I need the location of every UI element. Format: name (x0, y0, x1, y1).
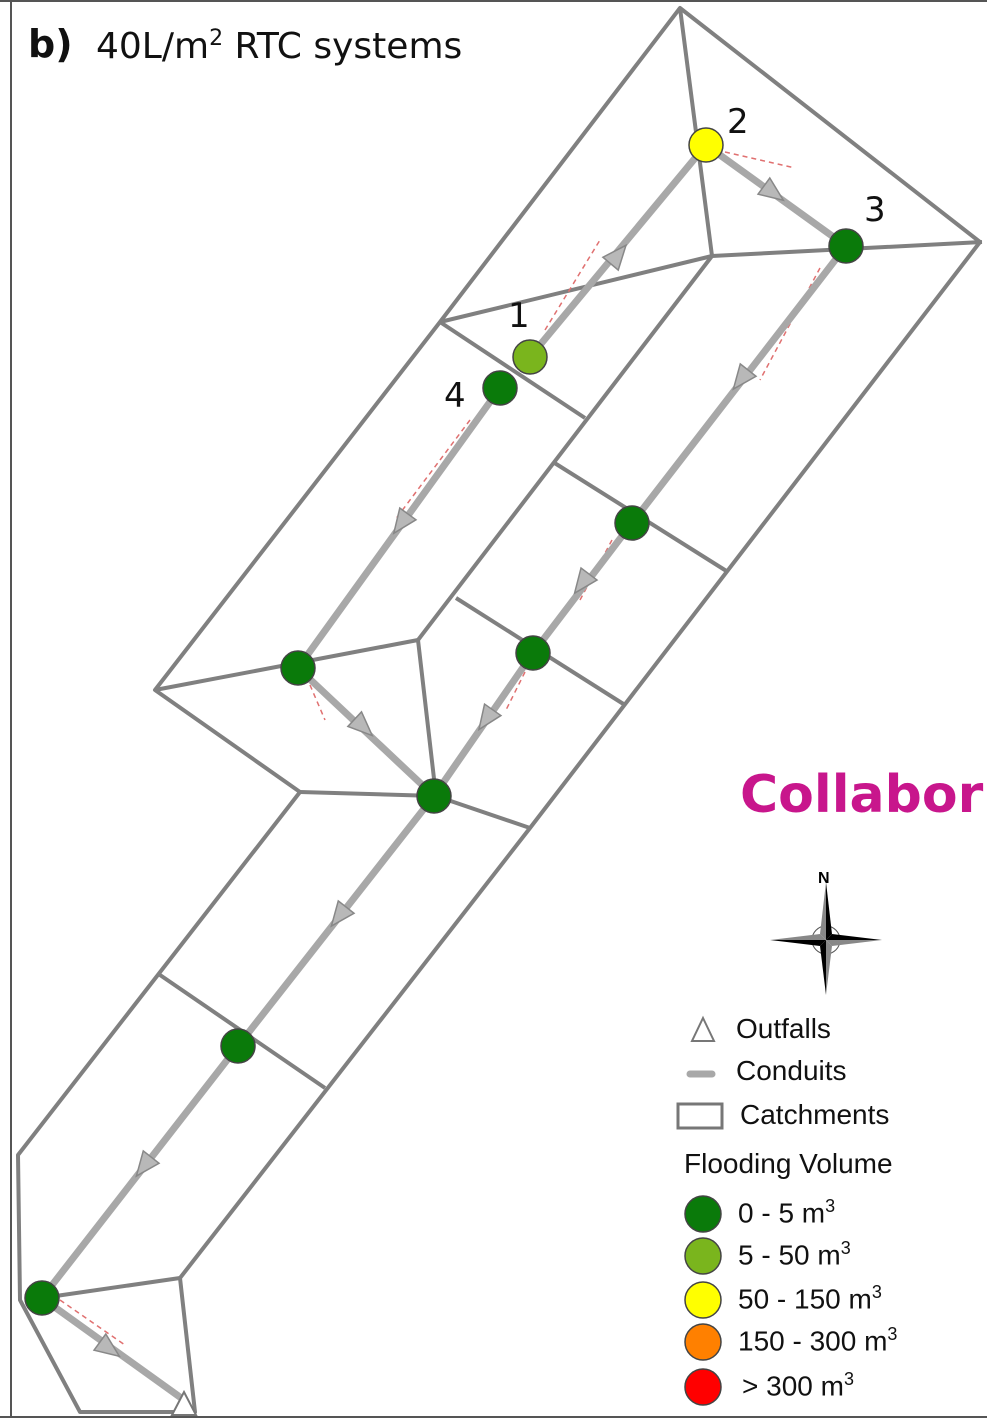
flow-arrow (135, 1149, 161, 1178)
legend-class-unit-superscript: 3 (871, 1282, 882, 1302)
catchment-outline (16, 6, 982, 1414)
node-label-3: 3 (864, 190, 886, 230)
catchment-divider (41, 1276, 181, 1300)
junction-node (220, 1028, 256, 1064)
flow-arrow (92, 1332, 121, 1358)
panel-label: b) (28, 22, 73, 66)
panel-title: 40L/m2 RTC systems (96, 26, 462, 67)
legend-class-unit-superscript: 3 (843, 1369, 854, 1389)
junction-node (614, 505, 650, 541)
conduits (38, 141, 850, 1404)
legend-class-text: 150 - 300 m (738, 1325, 888, 1357)
legend-class-dot (684, 1323, 722, 1361)
legend-class-text: 5 - 50 m (738, 1239, 841, 1271)
catchment-divider (435, 794, 531, 830)
legend-class-label: 5 - 50 m3 (738, 1238, 851, 1271)
legend-conduits-label: Conduits (736, 1055, 847, 1086)
flow-arrow (330, 899, 356, 928)
catchment-divider (299, 790, 437, 798)
flow-arrows (92, 176, 785, 1358)
legend-class-text: > 300 m (742, 1370, 844, 1402)
legend-class-dot (684, 1237, 722, 1275)
legend-class-dot (684, 1281, 722, 1319)
legend-class-unit-superscript: 3 (825, 1196, 836, 1216)
title-superscript: 2 (209, 26, 224, 51)
legend-class-label: > 300 m3 (742, 1369, 854, 1402)
node-label-2: 2 (727, 102, 749, 142)
junction-node-1 (512, 339, 548, 375)
node-label-1: 1 (508, 296, 530, 336)
junction-node (515, 635, 551, 671)
compass-icon (770, 882, 882, 995)
junction-node-2 (688, 127, 724, 163)
legend-class-dot (684, 1195, 722, 1233)
flow-arrow (392, 506, 418, 535)
catchments (16, 6, 983, 1414)
legend-class-unit-superscript: 3 (840, 1238, 851, 1258)
catchment-divider (416, 254, 714, 642)
junction-node (280, 650, 316, 686)
legend-class-label: 50 - 150 m3 (738, 1282, 882, 1315)
legend-class-unit-superscript: 3 (887, 1324, 898, 1344)
title-suffix: RTC systems (223, 26, 463, 67)
flow-arrow (732, 362, 758, 391)
legend-outfall-icon (690, 1015, 716, 1042)
legend-class-dots (684, 1195, 722, 1406)
legend-catchment-icon (676, 1102, 724, 1130)
junction-node (416, 778, 452, 814)
legend-symbols (676, 1015, 724, 1130)
junctions (24, 127, 864, 1316)
legend-class-label: 0 - 5 m3 (738, 1196, 835, 1229)
compass-north-label: N (818, 870, 830, 887)
flow-arrow (477, 702, 503, 732)
legend-class-dot (684, 1368, 722, 1406)
legend-class-label: 150 - 300 m3 (738, 1324, 897, 1357)
junction-node (24, 1280, 60, 1316)
junction-node-3 (828, 228, 864, 264)
flow-arrow (346, 710, 374, 737)
junction-node-4 (482, 370, 518, 406)
catchment-divider (439, 254, 713, 324)
legend-class-text: 0 - 5 m (738, 1197, 826, 1229)
flow-arrow (573, 566, 599, 595)
flow-arrow (756, 176, 785, 202)
catchment-divider (154, 638, 438, 797)
legend-heading: Flooding Volume (684, 1148, 893, 1179)
legend-class-text: 50 - 150 m (738, 1283, 872, 1315)
flow-arrow (601, 243, 628, 272)
legend-outfalls-label: Outfalls (736, 1013, 831, 1044)
legend-catchments-label: Catchments (740, 1099, 890, 1130)
title-text: 40L/m (96, 26, 210, 67)
watermark-text: Collabor (740, 765, 984, 825)
outfall-marker (170, 1389, 198, 1416)
catchment-divider (438, 320, 587, 420)
node-label-4: 4 (444, 376, 466, 416)
